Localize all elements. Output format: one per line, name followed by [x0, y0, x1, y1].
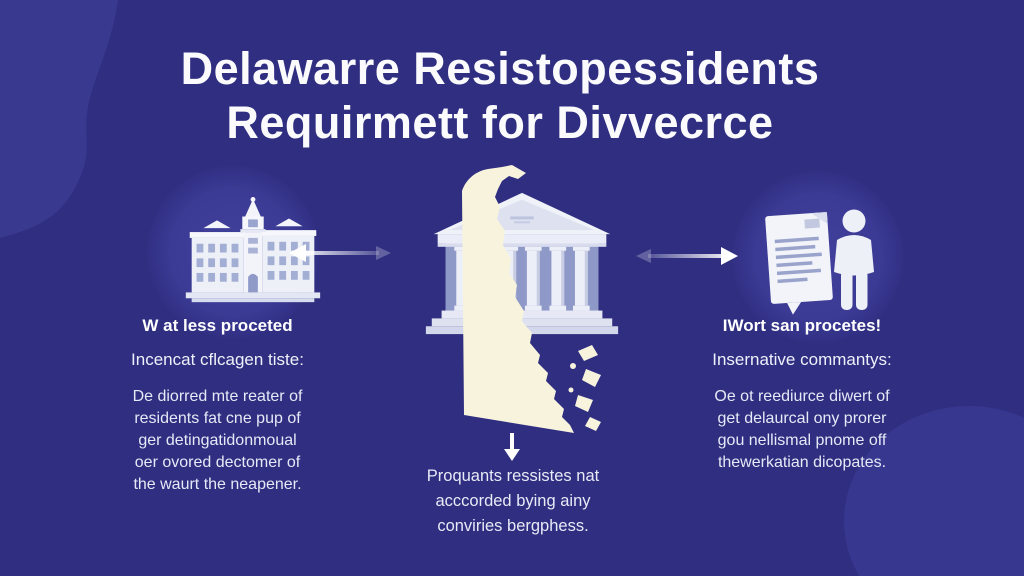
caption-line: conviries bergphess.	[437, 517, 589, 535]
page-title: Delawarre Resistopessidents Requirmett f…	[0, 42, 1000, 150]
center-caption: Proquants ressistes nat acccorded bying …	[393, 464, 633, 539]
corner-blob-top-left	[0, 0, 118, 238]
arrow-right-icon	[636, 247, 738, 265]
caption-line: Proquants ressistes nat	[426, 467, 600, 485]
right-text-column: IWort san procetes! Insernative commanty…	[683, 316, 921, 474]
left-body-text: De diorred mte reater of residents fat c…	[100, 386, 335, 496]
left-body-line: oer ovored dectomer of	[134, 454, 301, 471]
left-subheading: Incencat cflcagen tiste:	[131, 350, 304, 369]
left-body-line: residents fat cne pup of	[134, 410, 301, 427]
title-line-2: Requirmett for Divvecrce	[226, 97, 774, 148]
left-body-line: the waurt the neapener.	[133, 476, 302, 493]
down-arrow-icon	[504, 433, 520, 461]
right-body-line: gou nellismal pnome off	[717, 432, 887, 449]
left-body-line: ger detingatidonmoual	[138, 432, 297, 449]
right-body-text: Oe ot reediurce diwert of get delaurcal …	[683, 386, 921, 474]
caption-line: acccorded bying ainy	[435, 492, 591, 510]
left-text-column: W at less proceted Incencat cflcagen tis…	[100, 316, 335, 496]
arrow-left-icon	[289, 244, 391, 262]
left-heading: W at less proceted	[142, 316, 293, 335]
person-with-document-icon	[765, 209, 874, 315]
right-body-line: Oe ot reediurce diwert of	[714, 388, 890, 405]
right-subheading: Insernative commantys:	[712, 350, 892, 369]
right-heading: IWort san procetes!	[722, 316, 882, 335]
left-body-line: De diorred mte reater of	[132, 388, 303, 405]
right-body-line: get delaurcal ony prorer	[717, 410, 887, 427]
delaware-state-map	[462, 165, 601, 433]
right-body-line: thewerkatian dicopates.	[717, 454, 887, 471]
title-line-1: Delawarre Resistopessidents	[180, 43, 820, 94]
